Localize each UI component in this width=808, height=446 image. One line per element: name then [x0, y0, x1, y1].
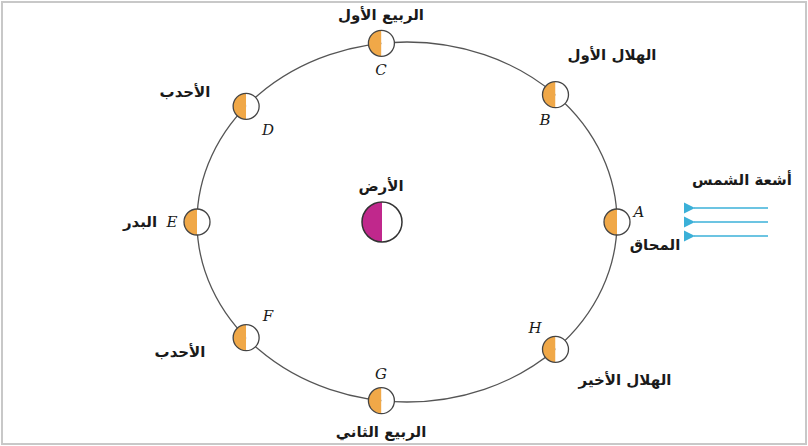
moon-symbol: [368, 388, 394, 414]
point-letter: A: [634, 203, 645, 221]
moon-symbol: [542, 336, 568, 362]
moon-symbol: [368, 30, 394, 56]
sun-label: أشعة الشمس: [692, 171, 792, 189]
earth-label: الأرض: [358, 177, 403, 195]
phase-name: البدر: [123, 213, 157, 231]
phase-name: الأحدب: [155, 343, 206, 361]
point-letter: E: [167, 213, 178, 231]
point-letter: F: [263, 307, 273, 325]
point-letter: G: [375, 365, 387, 383]
moon-symbol: [184, 209, 210, 235]
phase-name: الربيع الأول: [338, 6, 424, 24]
phase-name: الهلال الأول: [568, 46, 657, 64]
point-letter: B: [539, 111, 550, 129]
moon-symbol: [604, 209, 630, 235]
moon-symbol: [233, 93, 259, 119]
orbit: [197, 42, 617, 402]
moon-group: [184, 30, 630, 413]
sun-rays: [694, 208, 768, 236]
phase-name: المحاق: [630, 236, 681, 254]
point-letter: C: [375, 61, 386, 79]
phase-name: الهلال الأخير: [579, 371, 672, 389]
moon-symbol: [542, 82, 568, 108]
point-letter: H: [528, 319, 541, 337]
moon-symbol: [233, 325, 259, 351]
phase-name: الربيع الثاني: [336, 423, 427, 441]
earth-symbol: [362, 202, 402, 242]
point-letter: D: [262, 121, 274, 139]
phase-name: الأحدب: [160, 83, 211, 101]
